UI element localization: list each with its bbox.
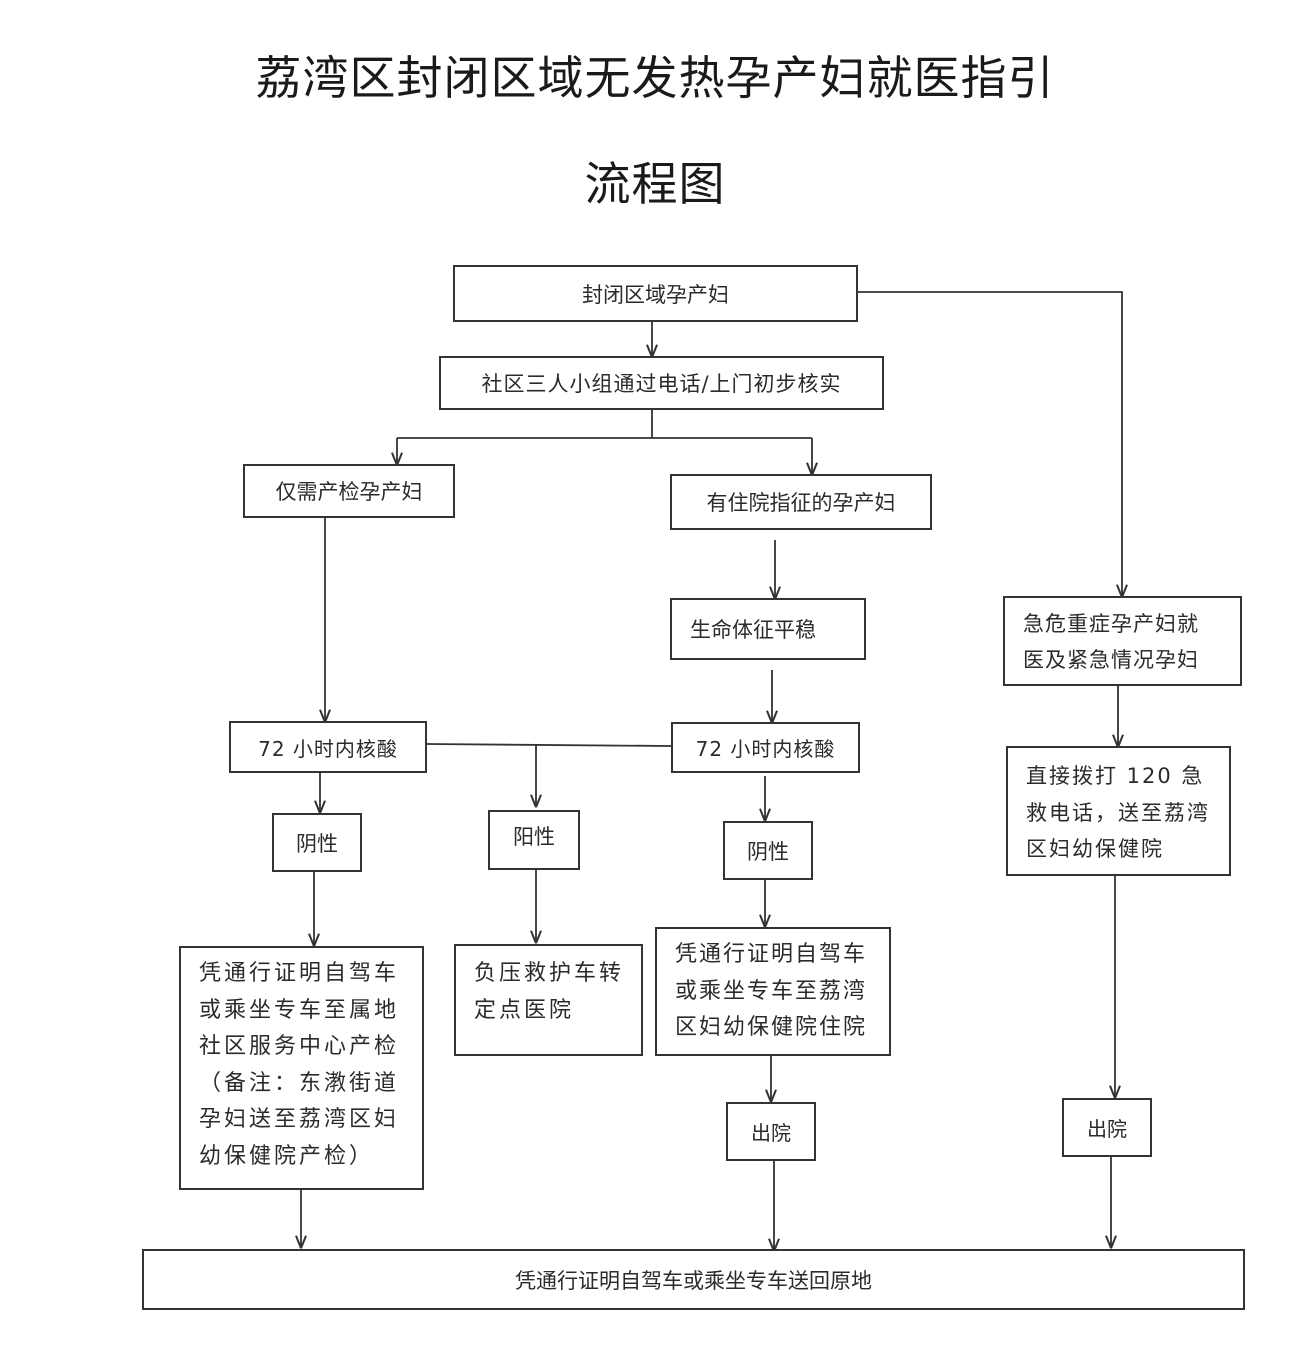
node-discharge-mid-label: 出院 [751,1121,791,1145]
node-positive: 阳性 [488,810,580,870]
node-nat-right: 72 小时内核酸 [671,722,860,773]
node-negative-right: 阴性 [723,821,813,880]
node-ambulance-line-2: 定点医院 [474,997,575,1023]
node-hospitalization: 有住院指征的孕产妇 [670,474,932,530]
node-start-label: 封闭区域孕产妇 [582,282,729,307]
node-call-120: 直接拨打 120 急 救电话，送至荔湾 区妇幼保健院 [1006,746,1231,876]
node-emergency: 急危重症孕产妇就 医及紧急情况孕妇 [1003,596,1242,686]
node-verify-label: 社区三人小组通过电话/上门初步核实 [481,372,842,396]
node-admit-action-line-2: 或乘坐专车至荔湾 [675,978,868,1004]
node-emergency-line-1: 急危重症孕产妇就 [1023,612,1199,636]
node-discharge-mid: 出院 [726,1102,816,1161]
node-prenatal-action: 凭通行证明自驾车 或乘坐专车至属地 社区服务中心产检 （备注：东漖街道 孕妇送至… [179,946,424,1190]
node-vitals-stable: 生命体征平稳 [670,598,866,660]
node-nat-left-label: 72 小时内核酸 [258,736,398,761]
node-prenatal-only: 仅需产检孕产妇 [243,464,455,518]
page-title: 荔湾区封闭区域无发热孕产妇就医指引 [255,51,1055,105]
line-start-to-emergency [858,291,1122,596]
node-prenatal-action-line-2: 或乘坐专车至属地 [199,997,400,1023]
node-return-home: 凭通行证明自驾车或乘坐专车送回原地 [142,1249,1245,1310]
node-return-home-label: 凭通行证明自驾车或乘坐专车送回原地 [515,1268,872,1293]
node-nat-left: 72 小时内核酸 [229,721,427,773]
node-prenatal-action-line-5: 孕妇送至荔湾区妇 [199,1107,400,1132]
node-ambulance: 负压救护车转 定点医院 [454,944,643,1056]
node-prenatal-action-line-4: （备注：东漖街道 [199,1070,400,1096]
node-call-120-line-1: 直接拨打 120 急 [1026,764,1205,788]
node-admit-action-line-3: 区妇幼保健院住院 [675,1015,868,1040]
node-ambulance-line-1: 负压救护车转 [474,961,625,986]
node-discharge-right: 出院 [1062,1098,1152,1157]
page-subtitle: 流程图 [584,157,726,211]
node-nat-right-label: 72 小时内核酸 [695,737,836,761]
node-negative-left: 阴性 [272,813,362,872]
node-start: 封闭区域孕产妇 [453,265,858,322]
node-hospitalization-label: 有住院指征的孕产妇 [706,491,896,515]
node-vitals-stable-label: 生命体征平稳 [690,618,816,642]
node-admit-action: 凭通行证明自驾车 或乘坐专车至荔湾 区妇幼保健院住院 [655,927,891,1056]
node-admit-action-line-1: 凭通行证明自驾车 [675,942,868,967]
node-prenatal-only-label: 仅需产检孕产妇 [275,480,423,504]
node-negative-left-label: 阴性 [296,831,338,856]
node-prenatal-action-line-3: 社区服务中心产检 [199,1034,400,1059]
node-emergency-line-2: 医及紧急情况孕妇 [1023,648,1199,672]
line-nat-link [426,743,672,747]
node-call-120-line-2: 救电话，送至荔湾 [1026,800,1210,825]
node-prenatal-action-line-6: 幼保健院产检） [199,1143,375,1169]
node-negative-right-label: 阴性 [747,839,789,864]
node-positive-label: 阳性 [513,825,555,849]
node-verify: 社区三人小组通过电话/上门初步核实 [439,356,884,410]
node-discharge-right-label: 出院 [1087,1117,1127,1141]
node-prenatal-action-line-1: 凭通行证明自驾车 [199,961,400,986]
node-call-120-line-3: 区妇幼保健院 [1026,837,1164,861]
